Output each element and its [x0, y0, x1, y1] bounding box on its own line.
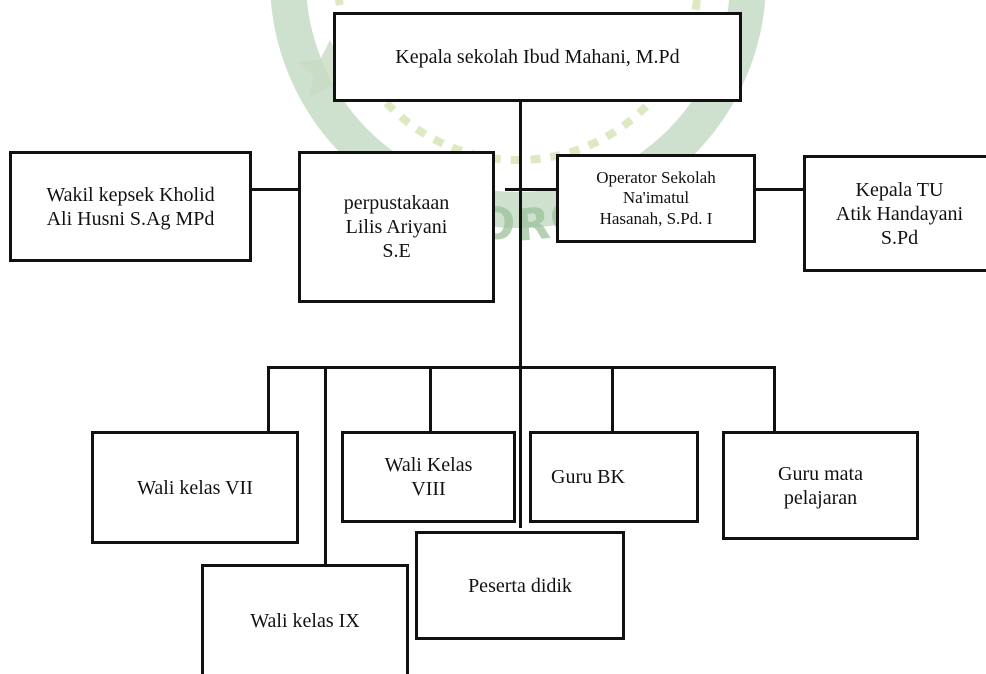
connector-trunk-operator [522, 188, 556, 191]
connector-drop-vii [267, 366, 270, 432]
operator-line-2: Na'imatul [622, 188, 690, 208]
connector-drop-viii [429, 366, 432, 432]
head-line-1: Kepala sekolah Ibud Mahani, M.Pd [395, 46, 680, 68]
admin-head-line-1: Kepala TU [855, 178, 944, 201]
operator-box: Operator Sekolah Na'imatul Hasanah, S.Pd… [556, 154, 756, 243]
homeroom-viii-line-2: VIII [411, 478, 446, 500]
homeroom-ix-label: Wali kelas IX [250, 609, 360, 632]
library-line-3: S.E [382, 240, 411, 262]
students-label: Peserta didik [468, 574, 572, 597]
library-box: perpustakaan Lilis Ariyani S.E [298, 151, 495, 303]
connector-operator-admin [755, 188, 805, 191]
admin-head-line-3: S.Pd [880, 226, 919, 249]
subject-teachers-box: Guru mata pelajaran [722, 431, 919, 540]
connector-horizontal-bar [267, 366, 776, 369]
library-line-2: Lilis Ariyani [345, 216, 448, 238]
operator-line-3: Hasanah, S.Pd. I [599, 208, 713, 228]
homeroom-vii-label: Wali kelas VII [137, 476, 253, 499]
homeroom-viii-line-1: Wali Kelas [384, 454, 473, 476]
head-box: Kepala sekolah Ibud Mahani, M.Pd [333, 12, 742, 102]
watermark-ring-outer [270, 0, 766, 228]
admin-head-line-2: Atik Handayani [835, 202, 964, 225]
watermark-ring-inner [335, 0, 701, 164]
connector-head-down [519, 101, 522, 528]
subject-teachers-line-1: Guru mata [778, 462, 863, 485]
homeroom-ix-box: Wali kelas IX [201, 564, 409, 674]
deputy-line-2: Ali Husni S.Ag MPd [46, 207, 215, 230]
connector-drop-ix [324, 366, 327, 564]
deputy-box: Wakil kepsek Kholid Ali Husni S.Ag MPd [9, 151, 252, 262]
subject-teachers-line-2: pelajaran [783, 486, 858, 509]
connector-drop-bk [611, 366, 614, 432]
library-line-1: perpustakaan [343, 192, 450, 214]
students-box: Peserta didik [415, 531, 625, 640]
counselor-label: Guru BK [551, 466, 625, 488]
operator-line-1: Operator Sekolah [596, 167, 716, 187]
connector-deputy-library [251, 188, 299, 191]
counselor-box: Guru BK [529, 431, 699, 523]
homeroom-vii-box: Wali kelas VII [91, 431, 299, 544]
connector-drop-subject [773, 366, 776, 432]
admin-head-box: Kepala TU Atik Handayani S.Pd [803, 155, 986, 272]
deputy-line-1: Wakil kepsek Kholid [46, 183, 215, 206]
homeroom-viii-box: Wali Kelas VIII [341, 431, 516, 523]
